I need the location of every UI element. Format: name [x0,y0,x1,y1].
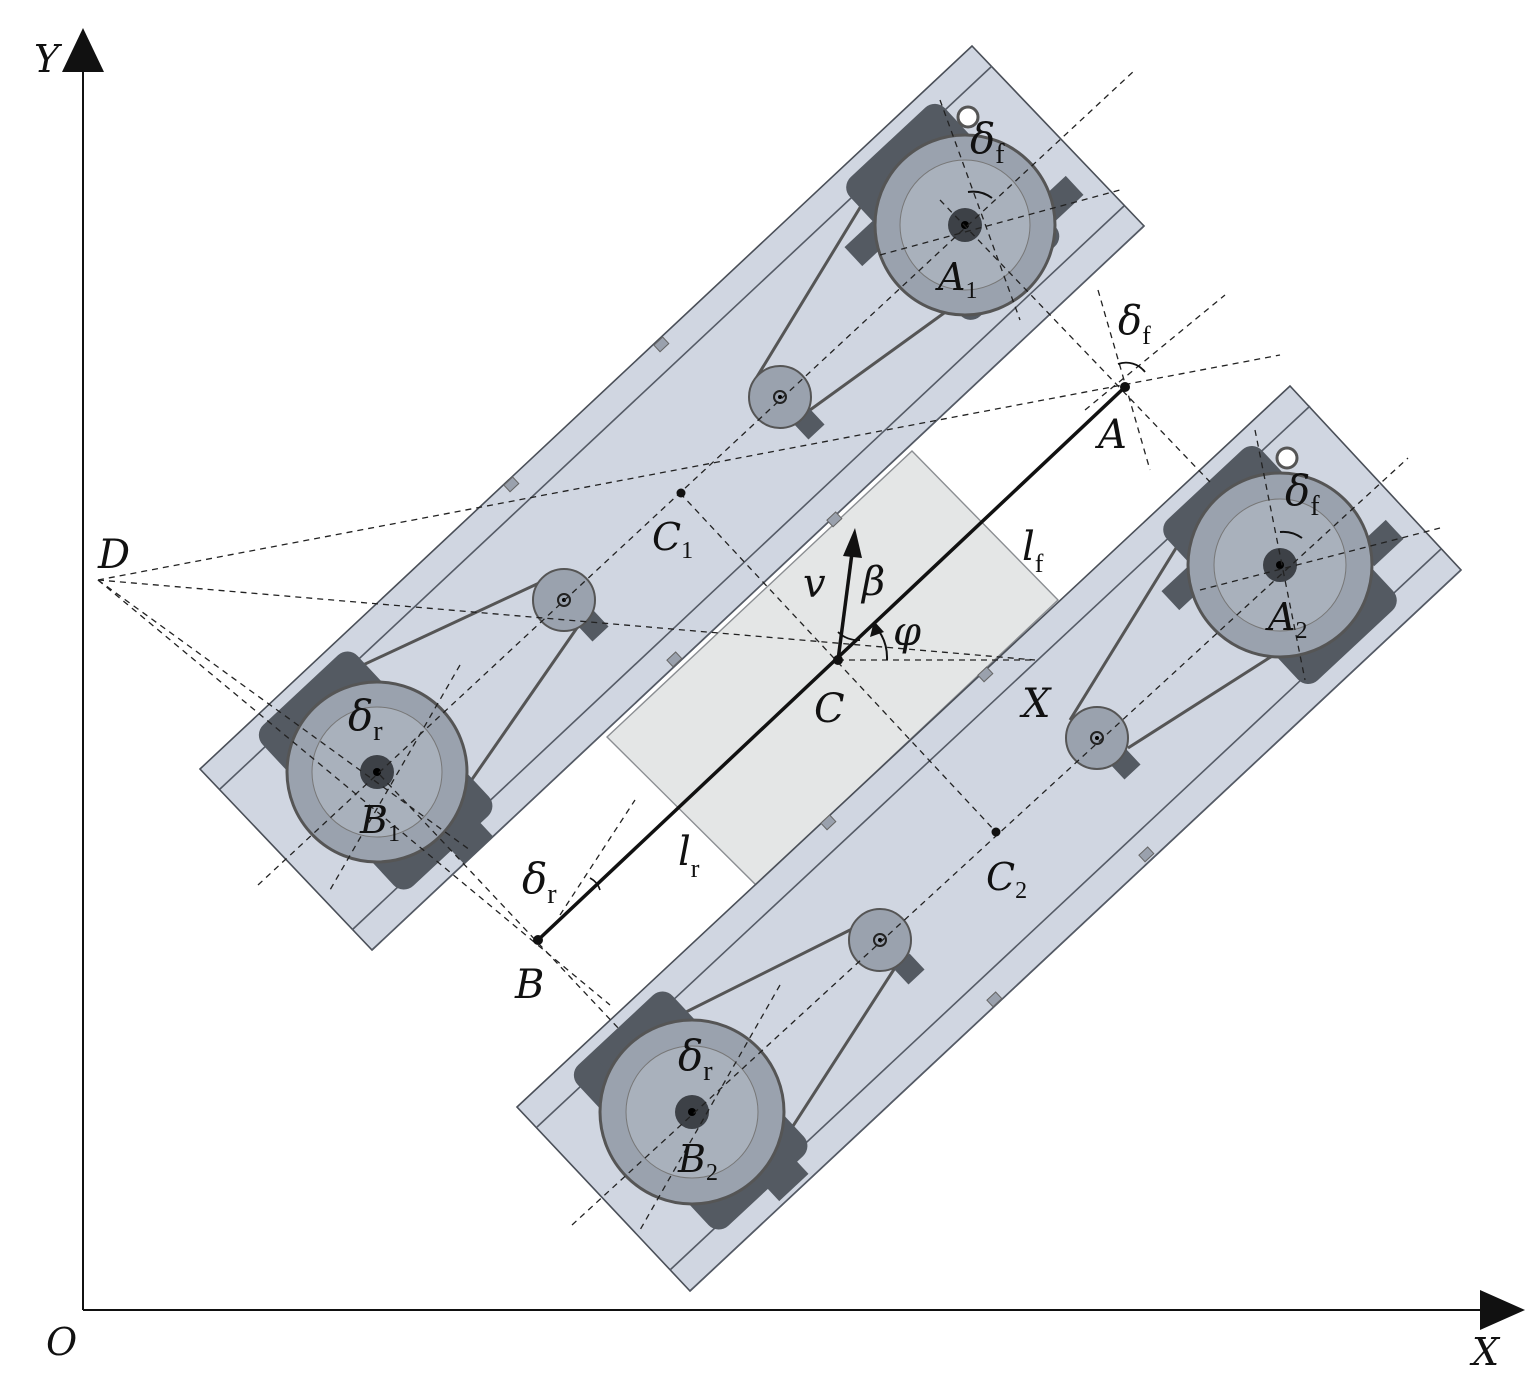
label-A1: A1 [935,255,977,304]
label-C: C [814,686,845,732]
label-B: B [514,962,544,1008]
x-axis-label: X [1469,1330,1501,1373]
label-B2: B2 [677,1137,718,1186]
coordinate-axes [62,28,1525,1330]
label-A: A [1094,412,1127,458]
origin-label: O [46,1320,77,1364]
wheel-A2 [1161,446,1404,684]
idler-pulley-4 [848,908,925,985]
label-B1: B1 [359,798,400,847]
points [533,382,1130,945]
label-D: D [97,532,130,578]
label-delta-r-B1: δr [348,691,383,747]
angle-arc-beta [837,631,861,641]
label-A2: A2 [1265,595,1307,644]
y-axis-label: Y [34,37,63,81]
label-phi: φ [893,609,921,655]
label-v: v [803,561,826,607]
angle-arc-delta-f-A [1117,361,1146,373]
label-l-f: lf [1022,524,1044,578]
idler-pulley-3 [1065,706,1141,780]
label-C2: C2 [986,855,1027,904]
label-beta: β [860,559,885,605]
angle-arc-delta-f-A1 [967,190,993,199]
label-C1: C1 [652,515,693,564]
label-delta-f-A2: δf [1285,466,1320,522]
label-delta-r-B: δr [522,854,557,910]
idler-pulley-1 [748,365,825,440]
label-delta-r-B2: δr [678,1031,713,1087]
angle-arrow-phi [870,621,884,637]
label-X-point: X [1019,681,1052,727]
angle-arc-delta-r-B [589,877,601,891]
line-A-B [536,385,1127,942]
label-delta-f-A: δf [1118,298,1151,350]
label-delta-f-A1: δf [970,114,1005,170]
velocity-vector [836,528,862,661]
angle-arc-delta-f-A2 [1279,530,1303,539]
label-l-r: lr [678,829,700,883]
wheel-B2 [573,991,809,1230]
